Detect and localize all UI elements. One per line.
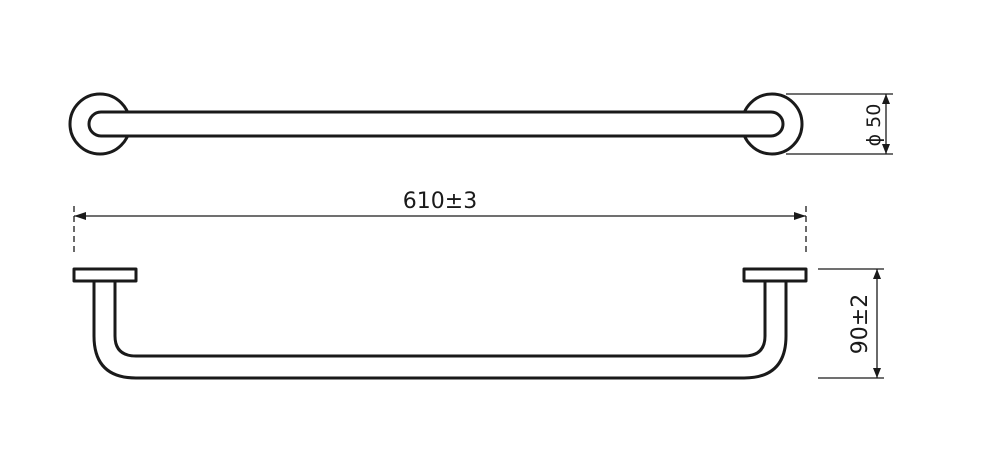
top-view — [68, 92, 804, 156]
left-flange-plate — [72, 267, 138, 283]
u-bar-inner-edge — [113, 279, 767, 358]
right-flange-plate — [742, 267, 808, 283]
diameter-dimension: ϕ50 — [786, 93, 893, 155]
length-dimension-text: 610±3 — [403, 189, 477, 214]
length-dimension: 610±3 — [73, 189, 807, 256]
u-bar-outer-edge — [92, 279, 788, 380]
front-view — [72, 267, 808, 380]
diameter-value-text: ϕ50 — [863, 104, 885, 147]
projection-dimension-text: 90±2 — [848, 294, 873, 354]
bar-top-view — [87, 110, 785, 138]
projection-dimension: 90±2 — [818, 268, 884, 379]
